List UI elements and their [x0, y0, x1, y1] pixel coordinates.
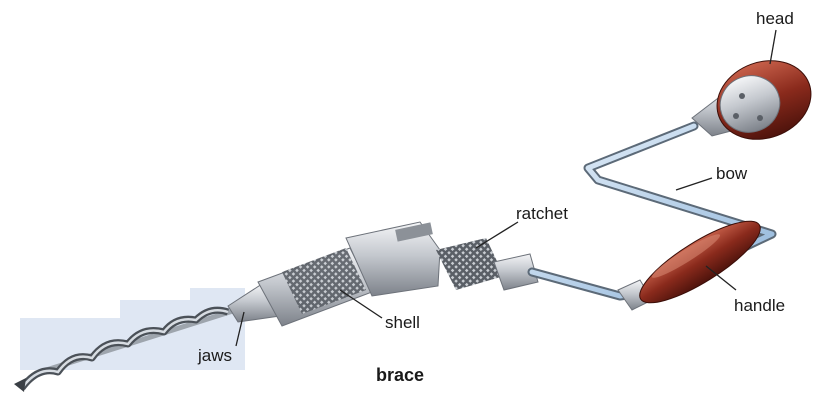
ratchet-body [346, 222, 538, 296]
label-ratchet: ratchet [516, 205, 568, 222]
label-head: head [756, 10, 794, 27]
label-handle: handle [734, 297, 785, 314]
head-knob [692, 48, 822, 152]
bow-rod [532, 126, 772, 296]
label-shell: shell [385, 314, 420, 331]
label-jaws: jaws [198, 347, 232, 364]
diagram-caption: brace [376, 366, 424, 384]
label-bow: bow [716, 165, 747, 182]
shell-sleeve [258, 248, 372, 326]
